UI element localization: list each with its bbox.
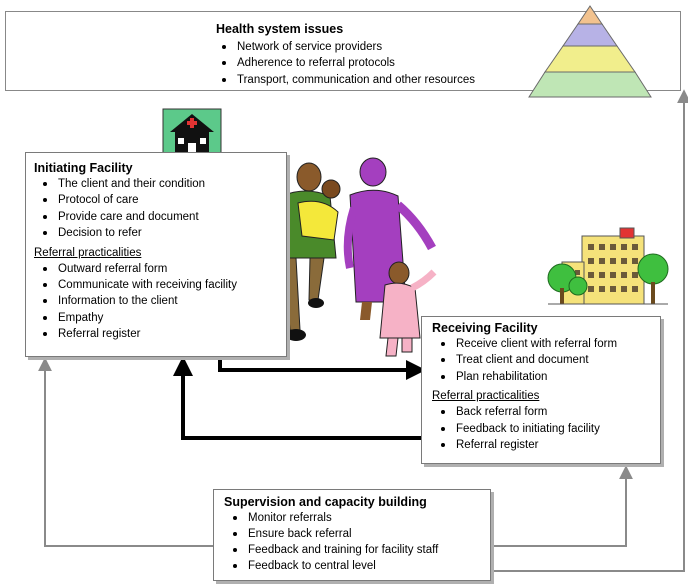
list-item: Monitor referrals: [224, 510, 490, 526]
list-item: Transport, communication and other resou…: [213, 72, 475, 88]
back-referral-arrow: [173, 356, 422, 440]
initiating-practicalities-label: Referral practicalities: [34, 246, 142, 259]
receiving-practicalities-list: Back referral form Feedback to initiatin…: [432, 404, 660, 453]
feedback-to-initiating-arrow: [38, 357, 218, 547]
list-item: Outward referral form: [34, 261, 286, 277]
list-item: Plan rehabilitation: [432, 369, 660, 385]
feedback-to-central-arrow: [488, 89, 688, 572]
initiating-facility-list: The client and their condition Protocol …: [34, 176, 286, 242]
feedback-to-receiving-arrow: [488, 465, 633, 547]
list-item: Information to the client: [34, 293, 286, 309]
list-item: Protocol of care: [34, 192, 286, 208]
list-item: Feedback and training for facility staff: [224, 542, 490, 558]
list-item: Referral register: [34, 326, 286, 342]
receiving-facility-box: Receiving Facility Receive client with r…: [421, 316, 661, 464]
list-item: Provide care and document: [34, 209, 286, 225]
list-item: Referral register: [432, 437, 660, 453]
initiating-facility-box: Initiating Facility The client and their…: [25, 152, 287, 357]
list-item: Adherence to referral protocols: [213, 55, 475, 71]
receiving-facility-list: Receive client with referral form Treat …: [432, 336, 660, 385]
supervision-title: Supervision and capacity building: [224, 495, 427, 509]
health-system-box: Health system issues Network of service …: [5, 11, 681, 91]
list-item: Feedback to central level: [224, 558, 490, 574]
health-system-title: Health system issues: [216, 22, 344, 36]
list-item: Receive client with referral form: [432, 336, 660, 352]
health-system-list: Network of service providers Adherence t…: [213, 39, 475, 88]
initiating-facility-title: Initiating Facility: [34, 161, 133, 175]
supervision-list: Monitor referrals Ensure back referral F…: [224, 510, 490, 574]
receiving-facility-title: Receiving Facility: [432, 321, 538, 335]
list-item: Communicate with receiving facility: [34, 277, 286, 293]
list-item: Treat client and document: [432, 352, 660, 368]
list-item: Network of service providers: [213, 39, 475, 55]
initiating-practicalities-list: Outward referral form Communicate with r…: [34, 261, 286, 343]
list-item: The client and their condition: [34, 176, 286, 192]
supervision-box: Supervision and capacity building Monito…: [213, 489, 491, 581]
list-item: Empathy: [34, 310, 286, 326]
list-item: Decision to refer: [34, 225, 286, 241]
list-item: Ensure back referral: [224, 526, 490, 542]
list-item: Back referral form: [432, 404, 660, 420]
receiving-practicalities-label: Referral practicalities: [432, 390, 540, 403]
list-item: Feedback to initiating facility: [432, 421, 660, 437]
